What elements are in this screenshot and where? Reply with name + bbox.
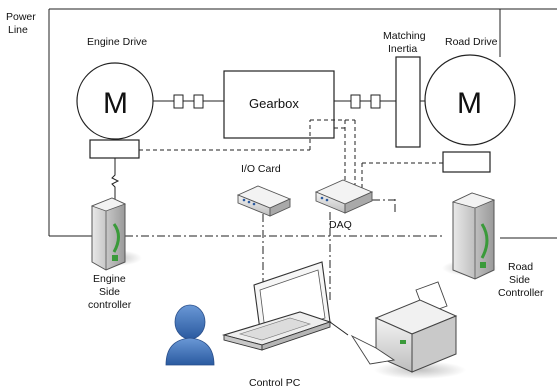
user-icon [165, 304, 215, 366]
left-shaft [153, 94, 224, 109]
engine-controller-label-2: Side [99, 286, 120, 298]
road-drive-unit [442, 151, 491, 173]
engine-controller [90, 197, 142, 271]
daq-label: DAQ [329, 219, 352, 231]
road-controller-label-3: Controller [498, 287, 544, 299]
control-pc-label: Control PC [249, 377, 301, 389]
laptop-icon [221, 261, 332, 351]
signal-lines [139, 119, 443, 188]
right-shaft [334, 94, 427, 109]
engine-drive-label: Engine Drive [87, 36, 147, 48]
power-line-label-2: Line [8, 24, 28, 36]
matching-inertia-label-1: Matching [383, 30, 426, 42]
road-motor [424, 54, 516, 146]
engine-drive-unit [89, 139, 140, 159]
engine-link [111, 158, 120, 200]
printer-icon [350, 281, 466, 379]
io-card-label: I/O Card [241, 163, 281, 175]
power-line-label-1: Power [6, 11, 36, 23]
control-lines [125, 198, 445, 340]
io-card [236, 185, 292, 217]
matching-inertia [395, 56, 421, 148]
road-controller-label-2: Side [509, 274, 530, 286]
printer-link [329, 321, 349, 336]
road-controller [442, 192, 498, 280]
gearbox [223, 70, 335, 139]
engine-motor-letter: M [103, 87, 128, 120]
daq [314, 179, 374, 214]
engine-controller-label-1: Engine [93, 273, 126, 285]
power-line [48, 8, 557, 239]
road-controller-label-1: Road [508, 261, 533, 273]
matching-inertia-label-2: Inertia [388, 43, 417, 55]
road-drive-label: Road Drive [445, 36, 498, 48]
engine-controller-label-3: controller [88, 299, 132, 311]
gearbox-label: Gearbox [249, 96, 299, 111]
road-motor-letter: M [457, 87, 482, 120]
